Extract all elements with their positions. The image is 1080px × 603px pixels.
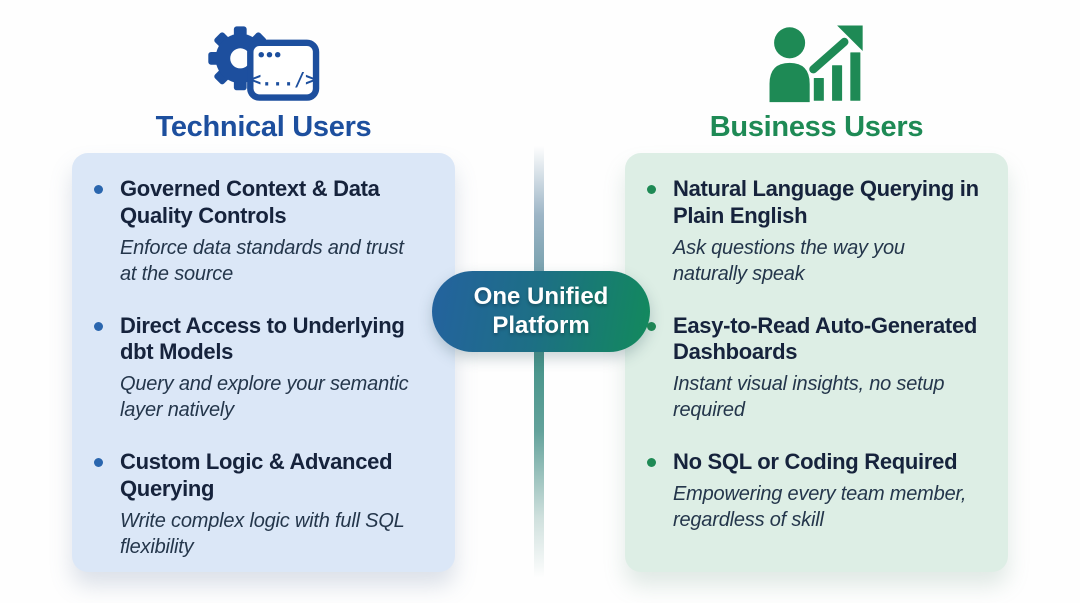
item-description: Query and explore your semantic layer na…: [120, 373, 409, 422]
list-item: Direct Access to Underlying dbt Models Q…: [94, 313, 435, 424]
item-title: Direct Access to Underlying dbt Models: [120, 312, 405, 365]
bullet-dot: [94, 458, 103, 468]
business-header: Business Users: [625, 20, 1008, 144]
unified-platform-label: One Unified Platform: [473, 282, 609, 339]
gear-code-window-icon: <.../>: [205, 20, 323, 104]
bullet-dot: [647, 185, 656, 194]
bullet-dot: [94, 185, 103, 194]
technical-users-card: Governed Context & Data Quality Controls…: [72, 153, 455, 572]
list-item: Governed Context & Data Quality Controls…: [94, 176, 435, 287]
business-users-card: Natural Language Querying in Plain Engli…: [625, 153, 1008, 572]
item-description: Write complex logic with full SQL flexib…: [120, 509, 405, 558]
technical-header: <.../> Technical Users: [72, 20, 455, 144]
business-users-title: Business Users: [709, 111, 924, 143]
center-divider-line: [534, 146, 544, 578]
item-title: Governed Context & Data Quality Controls: [120, 176, 380, 228]
item-title: Easy-to-Read Auto-Generated Dashboards: [673, 312, 978, 365]
technical-users-title: Technical Users: [155, 111, 372, 143]
list-item: Easy-to-Read Auto-Generated Dashboards I…: [647, 313, 988, 424]
person-growth-chart-icon: [758, 20, 876, 104]
list-item: Custom Logic & Advanced Querying Write c…: [94, 449, 435, 560]
list-item: Natural Language Querying in Plain Engli…: [647, 176, 988, 287]
item-description: Ask questions the way you naturally spea…: [673, 236, 905, 285]
list-item: No SQL or Coding Required Empowering eve…: [647, 449, 988, 533]
unified-platform-badge: One Unified Platform: [432, 271, 650, 352]
item-title: No SQL or Coding Required: [673, 449, 958, 475]
item-description: Empowering every team member, regardless…: [673, 483, 967, 532]
bullet-dot: [647, 458, 656, 468]
bullet-dot: [94, 321, 103, 331]
code-glyph: <.../>: [250, 70, 316, 91]
item-description: Instant visual insights, no setup requir…: [673, 373, 945, 422]
item-description: Enforce data standards and trust at the …: [120, 236, 404, 285]
bullet-dot: [647, 321, 656, 331]
item-title: Custom Logic & Advanced Querying: [120, 449, 393, 502]
item-title: Natural Language Querying in Plain Engli…: [673, 176, 979, 228]
